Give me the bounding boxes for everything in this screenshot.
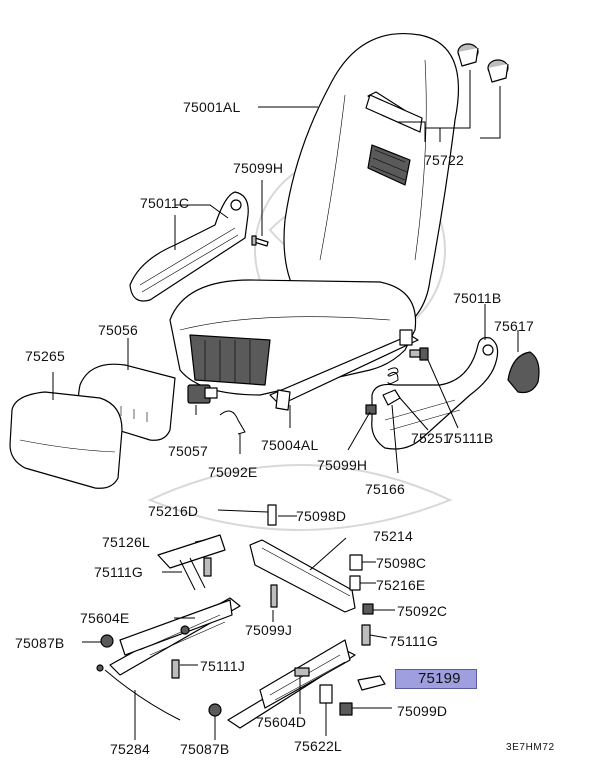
bolt-75111g-right (361, 624, 371, 646)
label-75087b-left: 75087B (15, 635, 65, 651)
label-75011c: 75011C (140, 195, 190, 211)
label-75166: 75166 (365, 481, 405, 497)
cap-75216d (267, 504, 277, 526)
label-75199-highlighted[interactable]: 75199 (395, 669, 477, 689)
label-75057: 75057 (168, 443, 208, 459)
label-75604e: 75604E (80, 610, 130, 626)
clip-75092e (219, 410, 246, 435)
label-75099h-mid: 75099H (317, 457, 368, 473)
bolt-75099h-mid (365, 404, 377, 415)
nut-75087b-left (100, 634, 114, 648)
label-75111g-left: 75111G (94, 564, 143, 580)
label-75722: 75722 (424, 152, 464, 168)
seat-back (283, 33, 459, 336)
bolt-75099j (270, 584, 278, 608)
cable-75284 (96, 664, 181, 721)
side-trim-right (371, 337, 499, 450)
label-75001al: 75001AL (183, 99, 241, 115)
label-75099j: 75099J (245, 622, 293, 638)
label-75092c: 75092C (397, 603, 448, 619)
label-75011b: 75011B (453, 290, 502, 306)
label-75216e: 75216E (376, 577, 426, 593)
cap-75216e (349, 575, 361, 591)
label-75087b-bottom: 75087B (180, 741, 230, 757)
knob-75617 (507, 351, 540, 394)
side-trim-left (129, 191, 249, 302)
label-75004al: 75004AL (261, 437, 319, 453)
cap-75098c (349, 554, 363, 571)
headrest-guides (457, 43, 509, 83)
label-75111g-right: 75111G (389, 633, 438, 649)
seat-frame (269, 329, 419, 411)
label-75056: 75056 (98, 322, 138, 338)
clip-75092c (362, 603, 374, 615)
label-75604d: 75604D (256, 714, 307, 730)
plate-75622l (319, 684, 333, 704)
label-75214: 75214 (373, 528, 413, 544)
nut-75087b-bottom (208, 703, 222, 717)
label-75098c: 75098C (376, 555, 427, 571)
label-75284: 75284 (110, 741, 150, 757)
diagram-code: 3E7HM72 (506, 742, 555, 753)
label-75216d: 75216D (148, 503, 199, 519)
bolt-75111j (171, 659, 180, 679)
side-cushion (9, 391, 123, 489)
label-75622l: 75622L (294, 738, 342, 754)
bracket-75214 (249, 539, 356, 613)
label-75098d: 75098D (296, 508, 347, 524)
track-75604d (227, 639, 356, 729)
label-75099h-top: 75099H (233, 160, 284, 176)
label-75111j: 75111J (200, 658, 246, 674)
bolt-75099d (339, 702, 353, 716)
label-75092e: 75092E (208, 464, 258, 480)
bolt-75111b (409, 347, 429, 361)
label-75251: 75251 (411, 430, 451, 446)
leader-lines (52, 70, 519, 740)
bracket-75126l (157, 534, 226, 591)
label-75126l: 75126L (102, 534, 150, 550)
knob-75057 (187, 384, 218, 404)
seat-cushion (169, 279, 417, 396)
bolt-75111g-left (203, 557, 212, 577)
label-75265: 75265 (25, 348, 65, 364)
label-75111b: 75111B (446, 430, 494, 446)
track-75604e (109, 597, 241, 676)
bracket-75199 (357, 675, 386, 691)
label-75617: 75617 (494, 318, 534, 334)
bolt-75099h-top (251, 235, 269, 247)
label-75099d: 75099D (397, 703, 448, 719)
